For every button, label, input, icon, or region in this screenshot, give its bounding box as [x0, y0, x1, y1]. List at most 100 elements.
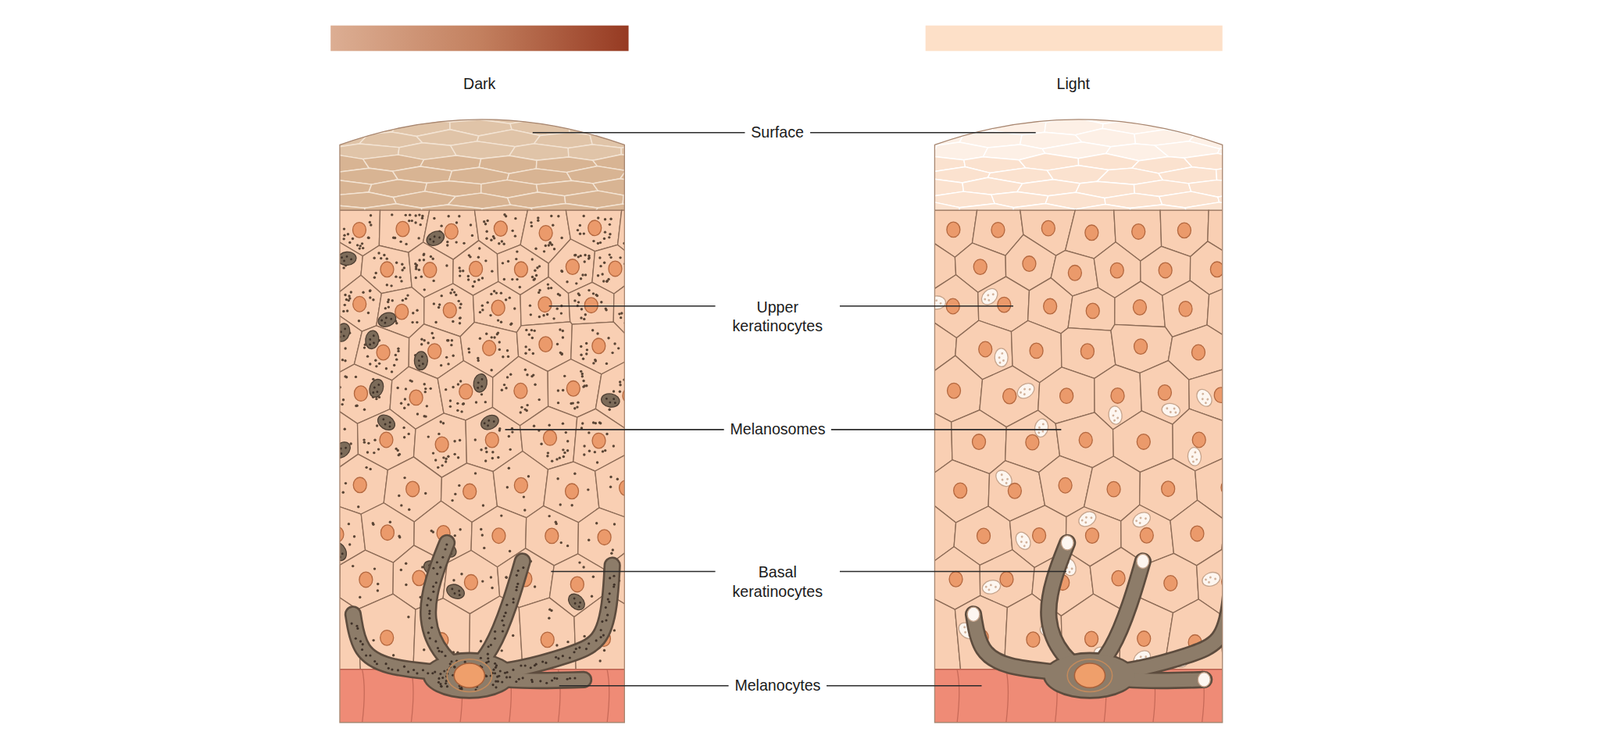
nucleus [1085, 303, 1100, 319]
melanin-granule [328, 364, 332, 368]
melanin-granule [442, 669, 446, 672]
melanin-granule [655, 223, 658, 226]
nucleus [1067, 264, 1082, 281]
nucleus [903, 481, 918, 497]
nucleus [1139, 527, 1154, 543]
melanin-granule [618, 390, 622, 393]
melanin-granule [511, 634, 515, 637]
melanin-granule [451, 320, 454, 323]
melanin-granule [579, 353, 583, 357]
melanin-granule [554, 656, 558, 659]
melanin-granule [335, 250, 338, 253]
melanosome-dot [930, 300, 933, 303]
melanosome-dot [1135, 519, 1139, 523]
melanin-granule [607, 600, 611, 604]
melanosome-dot [644, 252, 648, 256]
melanosome-dot [1025, 540, 1029, 544]
surface-cell [299, 189, 336, 211]
melanin-granule [581, 375, 584, 378]
melanin-granule [363, 440, 366, 443]
melanin-granule [505, 576, 508, 579]
melanin-granule [559, 503, 562, 506]
melanin-granule [503, 383, 506, 386]
melanin-granule [509, 323, 512, 326]
melanin-granule [582, 453, 586, 456]
surface-cell [299, 116, 345, 135]
nucleus [1022, 256, 1036, 272]
melanin-granule [578, 224, 582, 227]
melanin-granule [343, 346, 347, 350]
melanin-granule [307, 403, 310, 407]
melanin-granule [454, 240, 458, 243]
melanin-granule [646, 313, 649, 316]
melanin-granule [323, 296, 326, 299]
melanin-granule [307, 622, 311, 625]
melanin-granule [508, 550, 511, 553]
melanosome-dot [991, 292, 995, 297]
melanin-granule [327, 216, 330, 219]
melanin-granule [509, 373, 512, 376]
surface-cell [299, 96, 374, 121]
melanin-granule [517, 569, 520, 572]
melanin-granule [481, 533, 484, 536]
melanin-granule [389, 284, 393, 287]
nucleus [463, 483, 477, 500]
melanin-granule [509, 448, 512, 451]
melanosome-dot [894, 318, 897, 322]
melanin-granule [576, 400, 579, 404]
nucleus [642, 629, 656, 646]
melanin-granule [478, 337, 482, 340]
melanin-granule [461, 269, 465, 272]
melanosome-dot [457, 589, 461, 593]
nucleus [542, 430, 557, 447]
melanin-granule [646, 285, 649, 288]
melanosome-dot [368, 342, 372, 346]
melanin-granule [646, 518, 650, 522]
melanin-granule [389, 521, 392, 524]
melanin-granule [442, 421, 445, 425]
melanin-granule [657, 323, 661, 326]
melanosome-cluster [1107, 405, 1124, 426]
surface-cell [299, 139, 340, 161]
melanosome-dot [1000, 352, 1004, 355]
melanin-granule [423, 288, 426, 291]
melanin-granule [317, 263, 320, 266]
melanosome-dot [1192, 460, 1195, 463]
surface-cell [536, 96, 593, 123]
melanin-granule [368, 467, 372, 471]
dermis-cell-line [607, 669, 610, 723]
melanosome-dot [305, 649, 309, 653]
keratinocyte-cell [520, 277, 571, 326]
melanin-granule [417, 268, 421, 272]
melanin-granule [534, 247, 537, 250]
melanin-granule [407, 615, 410, 618]
nucleus [900, 296, 914, 313]
melanin-granule [544, 661, 547, 665]
melanin-granule [659, 336, 662, 340]
melanin-granule [347, 294, 350, 297]
melanin-granule [307, 375, 310, 379]
melanosome-cluster [367, 377, 386, 400]
melanin-granule [395, 321, 398, 325]
surface-cell [360, 96, 429, 123]
melanin-granule [484, 400, 487, 404]
melanosome-cluster [1130, 509, 1154, 530]
nucleus [435, 436, 449, 453]
melanosome-dot [1204, 578, 1208, 582]
melanin-granule [532, 352, 535, 355]
melanosome-dot [1201, 392, 1205, 396]
melanin-granule [333, 548, 336, 551]
dermis-cell-line [509, 669, 512, 723]
melanin-granule [396, 347, 400, 350]
melanin-granule [313, 445, 316, 448]
melanin-granule [403, 407, 406, 410]
melanosome-dot [342, 259, 346, 262]
melanosome-body [644, 503, 668, 525]
melanin-granule [514, 217, 517, 220]
nucleus [904, 224, 918, 240]
melanin-granule [424, 492, 427, 495]
melanin-granule [485, 300, 489, 304]
cell-label: Melanocytes [734, 675, 821, 696]
melanin-granule [646, 358, 650, 361]
nucleus [464, 575, 478, 591]
